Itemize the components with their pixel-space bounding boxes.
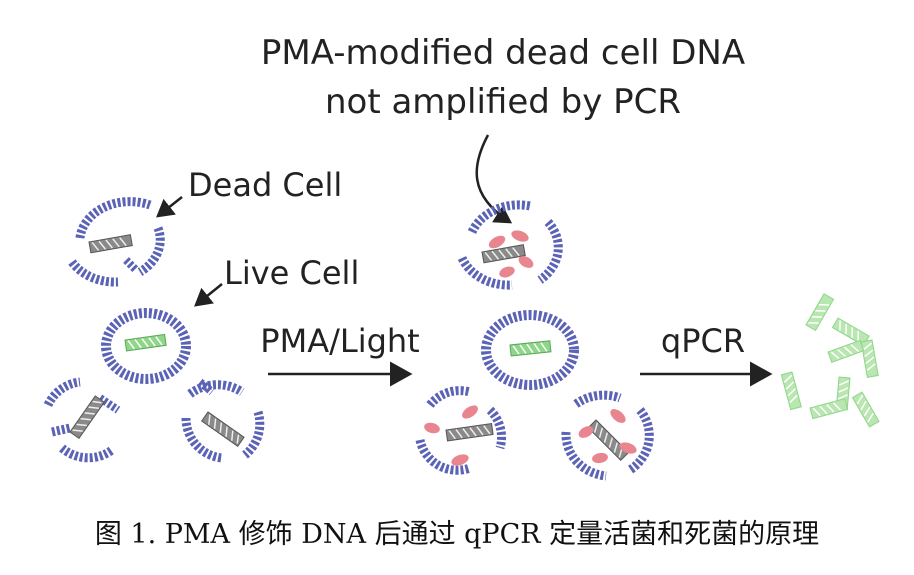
live-cell-left — [101, 308, 191, 384]
pma-dead-cell-bottom-left — [415, 386, 507, 475]
annotation-line-2: not amplified by PCR — [325, 82, 681, 122]
pma-dead-cell-top — [457, 200, 563, 290]
dna-dead — [88, 234, 133, 254]
annotation-pointer-arrow — [475, 134, 513, 224]
label-live-cell: Live Cell — [224, 254, 359, 292]
pma-dead-cell-bottom-right — [561, 390, 654, 481]
dead-cell-pointer — [156, 196, 183, 218]
annotation-line-1: PMA-modified dead cell DNA — [261, 33, 745, 73]
dead-cell-bottom-middle — [181, 378, 265, 463]
pma-live-cell — [481, 310, 579, 390]
figure-caption: 图 1. PMA 修饰 DNA 后通过 qPCR 定量活菌和死菌的原理 — [94, 519, 820, 550]
live-cell-pointer — [194, 283, 223, 307]
dead-cell-bottom-left — [43, 377, 121, 463]
dead-cell-top-left — [68, 197, 165, 287]
label-dead-cell: Dead Cell — [188, 166, 342, 204]
arrow-1-label: PMA/Light — [260, 322, 419, 360]
arrow-2-label: qPCR — [661, 322, 745, 360]
amplified-dna-cluster — [780, 293, 880, 428]
